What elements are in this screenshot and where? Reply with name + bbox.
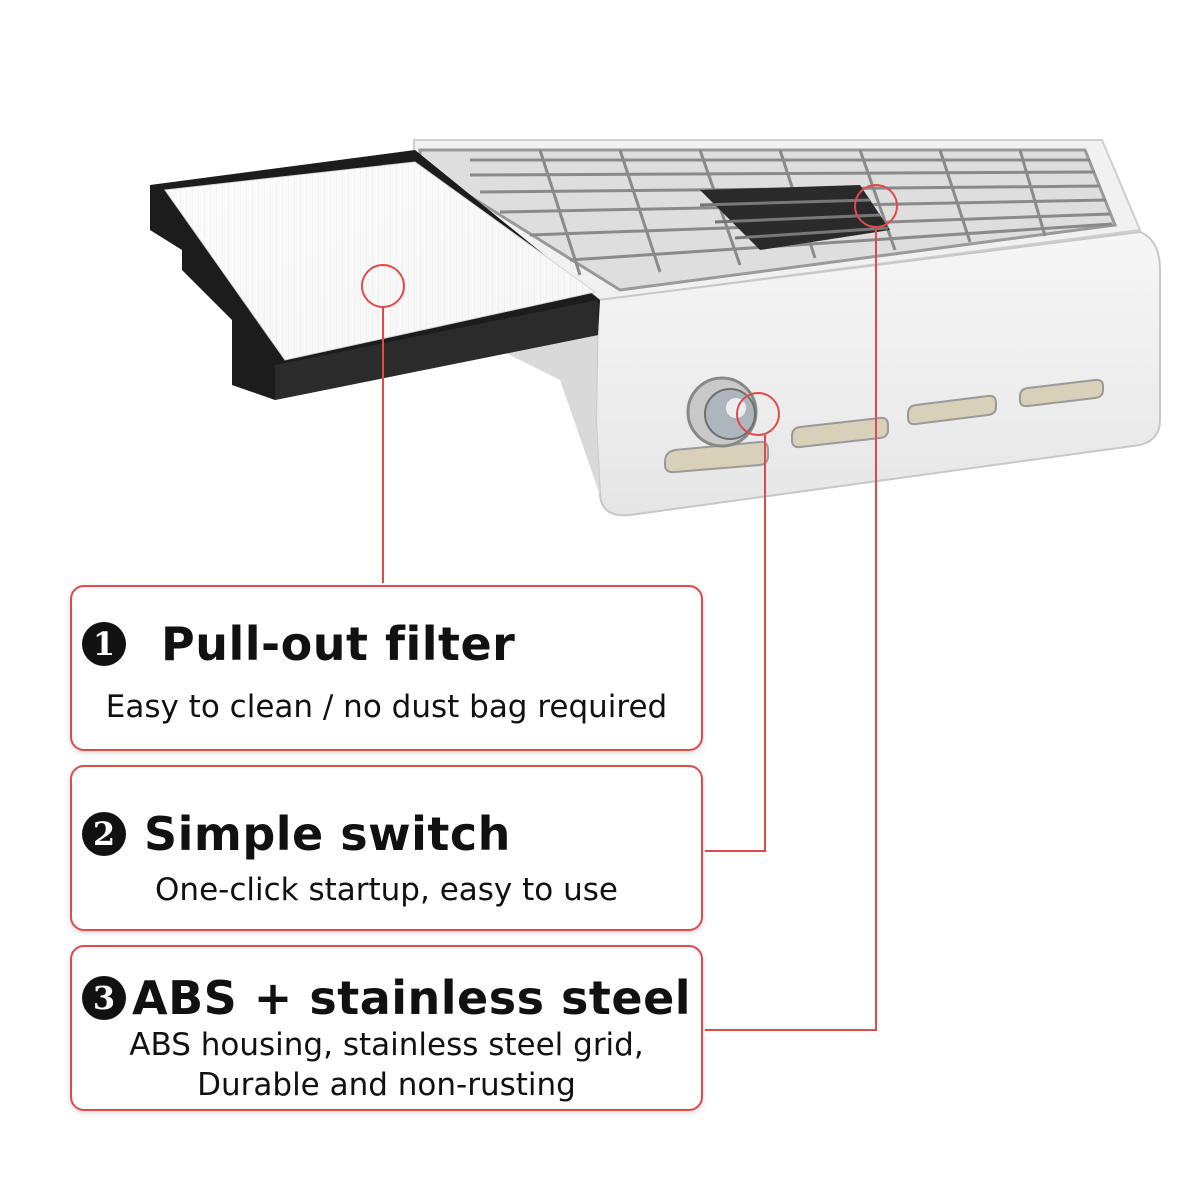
number-badge: 3 <box>82 976 126 1020</box>
feature-description-line-1: ABS housing, stainless steel grid, <box>129 1027 644 1063</box>
feature-heading-filter: 1 Pull-out filter <box>82 617 515 671</box>
product-illustration <box>150 139 1161 517</box>
feature-heading-switch: 2 Simple switch <box>82 807 511 861</box>
filter-drawer <box>150 150 600 400</box>
feature-title: Pull-out filter <box>161 617 516 671</box>
feature-description-line-2: Durable and non-rusting <box>197 1067 576 1103</box>
feature-heading-material: 3 ABS + stainless steel <box>82 971 691 1025</box>
feature-card-switch: 2 Simple switch One-click startup, easy … <box>70 765 703 931</box>
feature-description: Easy to clean / no dust bag required <box>105 689 668 725</box>
feature-card-material: 3 ABS + stainless steel ABS housing, sta… <box>70 945 703 1111</box>
number-badge: 2 <box>82 812 126 856</box>
number-badge: 1 <box>82 622 126 666</box>
feature-card-filter: 1 Pull-out filter Easy to clean / no dus… <box>70 585 703 751</box>
feature-title: Simple switch <box>144 807 511 861</box>
feature-description: One-click startup, easy to use <box>155 872 618 908</box>
feature-title: ABS + stainless steel <box>132 971 692 1025</box>
power-switch[interactable] <box>686 376 758 448</box>
